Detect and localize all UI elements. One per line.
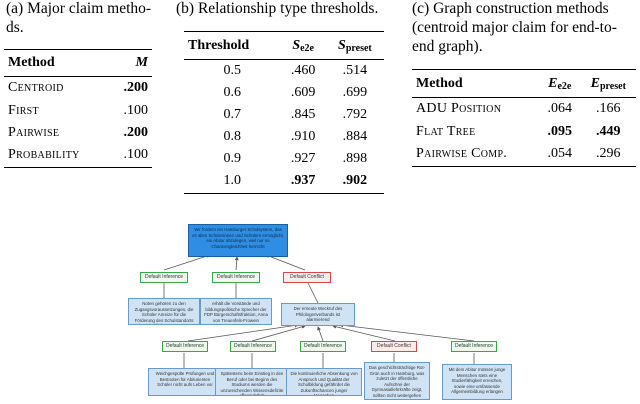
row-threshold: 0.9 [223,150,242,166]
row-threshold: 0.8 [223,128,242,144]
edge [339,323,475,342]
edge [187,323,299,342]
col-header-s-preset: S [338,37,346,53]
adu-node: Mit dem Abitur müssen junge Menschen ste… [442,364,512,400]
edge [251,324,306,342]
col-header-e-preset-sub: preset [599,80,626,92]
col-header-threshold: Threshold [188,37,250,53]
row-s-preset: .792 [342,106,368,122]
row-e-e2e: .095 [547,123,573,139]
table-major-claim: Method M Centroid .200 First .100 Pairwi… [4,49,152,168]
row-s-preset: .884 [342,128,368,144]
relation-inference: Default Inference [451,341,497,352]
row-threshold: 0.7 [223,106,242,122]
row-e-e2e: .054 [547,146,573,162]
row-s-e2e: .609 [290,84,316,100]
caption-b-text: (b) Relationship type thresholds. [176,0,379,17]
row-method: Probability [8,147,80,163]
caption-a: (a) Major claim metho- ds. [6,0,151,37]
row-s-preset: .699 [342,84,368,100]
caption-c-line-1: (c) Graph construction methods [412,0,609,17]
row-method: Pairwise [8,124,60,140]
row-s-e2e: .927 [290,150,316,166]
edge [265,254,306,271]
col-header-e-e2e-sub: e2e [557,80,572,92]
row-s-preset: .898 [342,150,368,166]
relation-inference: Default Inference [300,341,346,352]
row-method: Pairwise Comp. [416,146,508,162]
row-e-preset: .166 [596,101,621,117]
col-header-s-preset-sub: preset [345,42,372,54]
row-s-preset: .514 [342,62,368,78]
row-s-e2e: .937 [290,173,316,189]
row-threshold: 1.0 [223,173,242,189]
adu-node: erhält die Vorstände und bildungspolitis… [200,298,272,325]
row-value: .100 [123,102,149,118]
relation-inference: Default Inference [230,341,276,352]
row-s-e2e: .460 [290,62,316,78]
row-method: Centroid [8,80,64,96]
adu-node: Der erneute Weckruf des Philologenverban… [281,303,355,326]
table-thresholds: Threshold Se2e Spreset 0.5 .460 .514 0.6… [184,31,384,194]
edge [234,256,239,271]
row-e-preset: .449 [596,123,621,139]
major-claim-node: Wir fordern ein Hamburger Schulsystem, d… [188,224,288,257]
row-value: .100 [123,147,149,163]
row-method: First [8,102,39,118]
edge [163,254,211,271]
caption-c-line-3: end graph). [412,38,483,55]
relation-conflict: Default Conflict [283,272,331,283]
row-s-e2e: .845 [290,106,316,122]
caption-a-line-2: ds. [6,19,24,36]
caption-c-line-2: (centroid major claim for end-to- [412,19,617,36]
relation-inference: Default Inference [212,272,260,283]
relation-inference: Default Inference [140,272,188,283]
row-method: ADU Position [416,101,502,117]
row-threshold: 0.5 [223,62,242,78]
col-header-s-e2e: S [292,37,301,53]
row-value: .200 [123,124,149,140]
adu-node: Spätestens beim Einstieg in den Beruf od… [215,368,289,396]
row-threshold: 0.6 [223,84,242,100]
row-s-preset: .902 [342,173,368,189]
col-header-e-preset: E [590,75,600,91]
relation-inference: Default Inference [162,341,208,352]
adu-node: Weichgespülte Prüfungen und Bestnoten fü… [148,368,222,396]
col-header-e-e2e: E [548,75,558,91]
adu-node: Das geschichtsträchtige Rot-Grün auch in… [364,362,430,400]
row-e-preset: .296 [596,146,621,162]
adu-node: Die kontinuierliche Absenkung von Anspru… [286,368,362,396]
col-header-s-e2e-sub: e2e [300,42,314,54]
table-graph-construction: Method Ee2e Epreset ADU Position .064 .1… [412,69,636,167]
row-s-e2e: .910 [290,128,316,144]
row-method: Flat Tree [416,123,476,139]
col-header-method: Method [8,55,55,70]
edge [307,282,319,304]
row-e-e2e: .064 [547,101,573,117]
caption-b: (b) Relationship type thresholds. [176,0,378,18]
caption-c: (c) Graph construction methods (centroid… [412,0,617,56]
col-header-metric: M [135,55,148,70]
edge [332,324,396,342]
edge [317,326,324,342]
row-value: .200 [123,80,149,96]
adu-node: Noten gehören zu den Zugangsvoraussetzun… [128,298,200,325]
caption-a-line-1: (a) Major claim metho- [6,0,152,17]
col-header-method: Method [416,75,463,91]
relation-conflict: Default Conflict [371,341,417,352]
